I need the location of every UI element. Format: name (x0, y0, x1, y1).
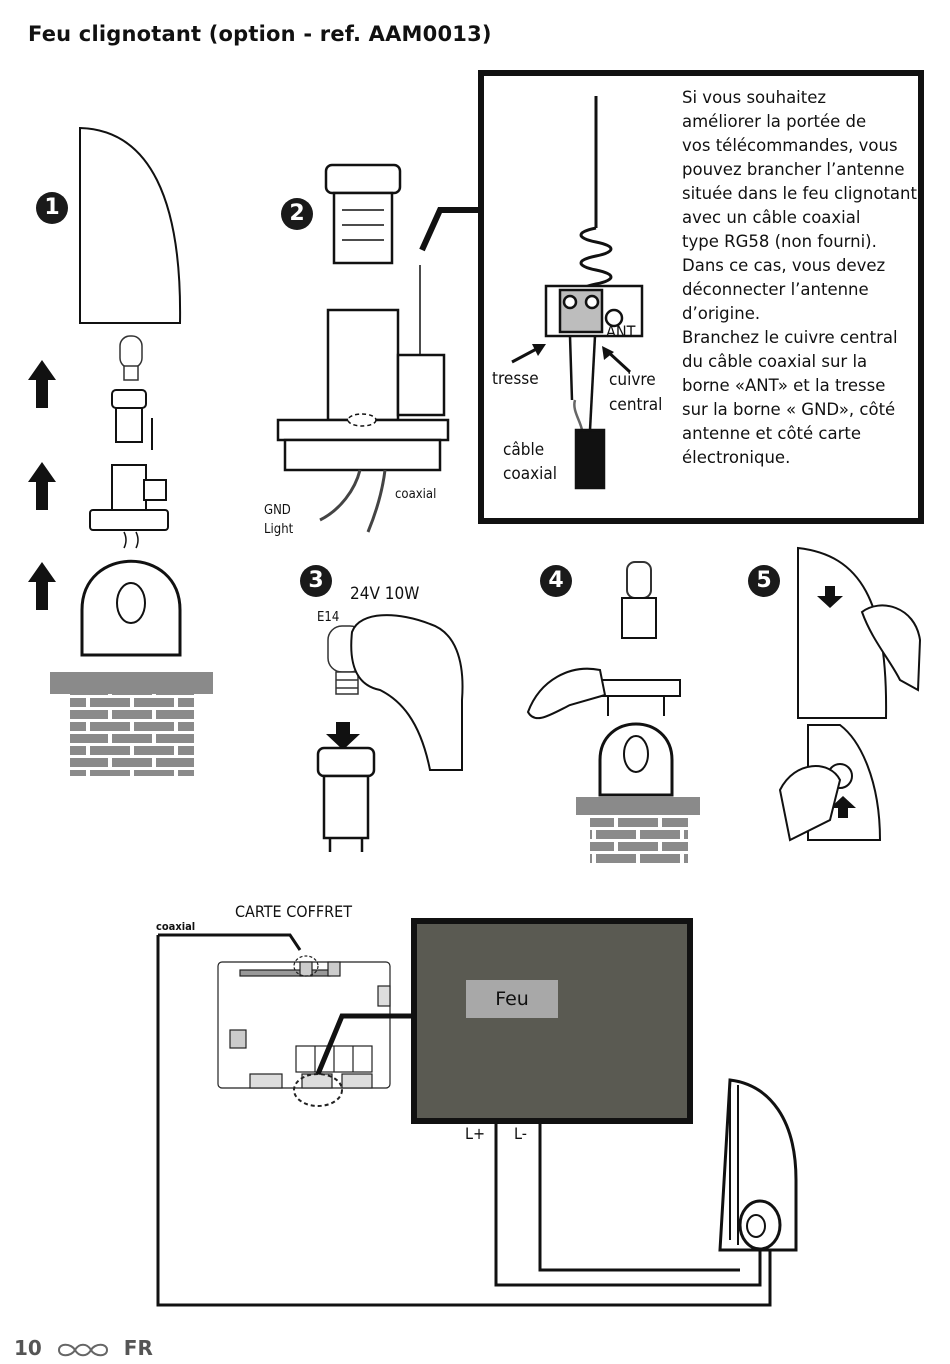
step2-lamp-assembly (276, 163, 450, 472)
step-number: 3 (300, 565, 332, 597)
brick-wall (576, 797, 700, 815)
coaxial-label: coaxial (395, 487, 437, 502)
tresse-label: tresse (492, 369, 539, 389)
step4-assembly (597, 561, 681, 797)
antenna-instructions: Si vous souhaitez améliorer la portée de… (682, 88, 917, 467)
antenna-info-box (478, 70, 924, 524)
control-board (217, 955, 391, 1107)
l-minus-label: L- (514, 1124, 527, 1143)
step2-wires (319, 469, 387, 533)
cable-label: câble (503, 440, 545, 460)
l-plus-label: L+ (465, 1124, 486, 1143)
coaxial-label: coaxial (156, 920, 196, 933)
hand-icon (350, 614, 464, 771)
page-number: 10 (14, 1336, 42, 1360)
coax-cable (568, 335, 606, 490)
coaxial-label: coaxial (503, 464, 558, 484)
terminal-photo-frame (411, 918, 693, 1124)
flashing-light-icon (718, 1078, 798, 1252)
socket-icon (316, 746, 376, 852)
step5-cover (797, 546, 888, 841)
ant-label: ANT (606, 322, 636, 341)
brick-wall (50, 672, 213, 694)
callout-line (419, 207, 480, 252)
terminal-block (544, 284, 644, 338)
brick-wall (590, 815, 688, 863)
callout-line (315, 1013, 411, 1075)
pointer-arrow-icon (511, 344, 632, 374)
hand-icon (778, 604, 922, 842)
bulb-small-icon (119, 335, 143, 381)
gnd-label: GND (264, 503, 291, 518)
brick-wall (70, 694, 194, 776)
step1-cover (79, 126, 182, 324)
cuivre-label: cuivre (609, 370, 656, 390)
central-label: central (609, 395, 663, 415)
hand-icon (526, 667, 607, 720)
step-number: 1 (36, 192, 68, 224)
step-number: 4 (540, 565, 572, 597)
arrow-down-icon (326, 722, 360, 750)
base-small-icon (89, 464, 169, 531)
wall-mount-icon (80, 531, 182, 657)
socket-type-label: E14 (317, 610, 340, 625)
feu-label: Feu (466, 980, 558, 1018)
arrow-up-icon (28, 360, 56, 610)
language-code: FR (123, 1336, 153, 1360)
page-footer: 10 FR (14, 1336, 153, 1360)
page-title: Feu clignotant (option - ref. AAM0013) (28, 22, 492, 46)
step-number: 5 (748, 565, 780, 597)
light-label: Light (264, 522, 294, 537)
power-label: 24V 10W (350, 584, 420, 604)
brand-logo-icon (57, 1343, 108, 1356)
arrow-down-icon (817, 586, 843, 608)
arrow-up-icon (830, 796, 856, 818)
socket-small-icon (111, 389, 153, 450)
board-title: CARTE COFFRET (235, 902, 353, 921)
step-number: 2 (281, 198, 313, 230)
